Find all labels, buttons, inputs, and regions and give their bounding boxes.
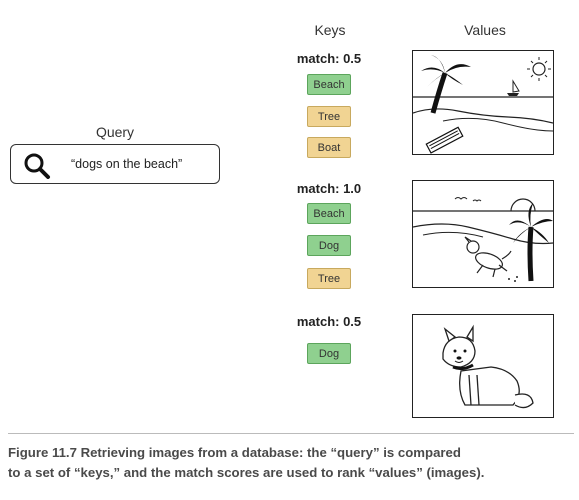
key-tag: Beach [307,74,351,95]
caption-line-1: Figure 11.7 Retrieving images from a dat… [8,445,461,460]
search-input[interactable]: “dogs on the beach” [10,144,220,184]
key-tag: Dog [307,235,351,256]
match-score: match: 0.5 [296,314,362,329]
beach-dog-image [412,180,554,288]
match-score: match: 0.5 [296,51,362,66]
caption-line-2: to a set of “keys,” and the match scores… [8,465,485,480]
caption-divider [8,433,574,434]
key-tag: Boat [307,137,351,158]
keys-header: Keys [314,22,346,38]
beach-image [412,50,554,155]
values-header: Values [464,22,506,38]
key-tag: Beach [307,203,351,224]
key-tag: Tree [307,268,351,289]
search-icon [24,153,50,179]
figure-caption: Figure 11.7 Retrieving images from a dat… [8,443,574,483]
match-score: match: 1.0 [296,181,362,196]
query-text: “dogs on the beach” [71,157,183,171]
query-label: Query [95,124,135,140]
key-tag: Tree [307,106,351,127]
key-tag: Dog [307,343,351,364]
dog-image [412,314,554,418]
